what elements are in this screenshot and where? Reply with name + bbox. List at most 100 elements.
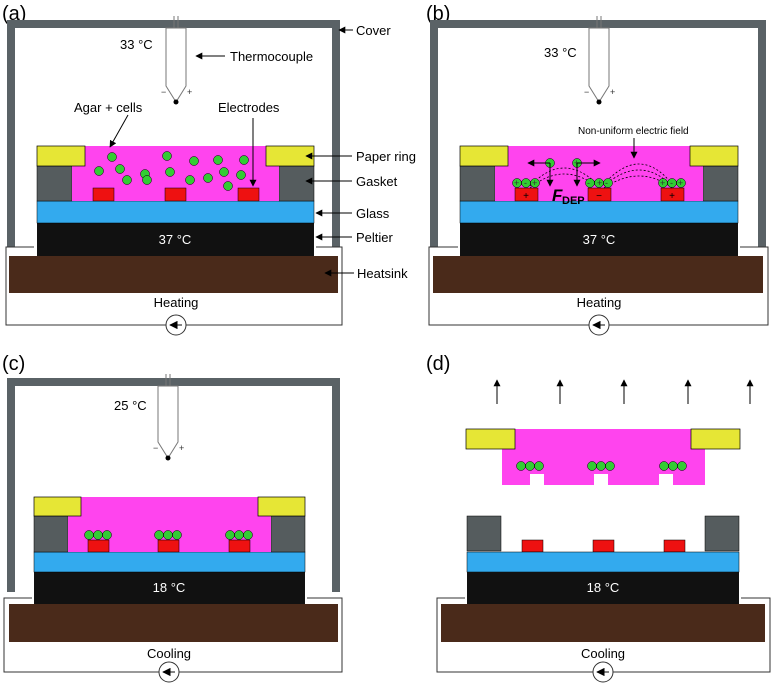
electrode (521, 539, 544, 553)
gasket-left (36, 165, 73, 202)
svg-text:-: - (524, 178, 527, 188)
power-circuit (428, 246, 769, 336)
panel-a-peltier-temp: 37 °C (159, 232, 192, 247)
electrode-sign: + (669, 191, 675, 202)
peltier (467, 572, 739, 604)
paper-ring-right (690, 428, 741, 450)
label-peltier: Peltier (356, 230, 394, 245)
peltier (460, 223, 738, 256)
power-circuit (436, 597, 771, 683)
force-label-subscript: DEP (562, 195, 585, 207)
panel-c-mode: Cooling (147, 646, 191, 661)
thermocouple-minus: − (161, 87, 166, 97)
electrode (514, 187, 539, 202)
gasket-right (278, 165, 315, 202)
label-cover: Cover (356, 23, 391, 38)
paper-ring-right (689, 145, 739, 167)
power-circuit (3, 597, 343, 683)
svg-text:-: - (587, 178, 590, 188)
force-arrows (527, 159, 601, 187)
callout-lines (109, 26, 354, 277)
glass (33, 551, 306, 573)
heatsink (441, 604, 765, 642)
electrode-sign: + (523, 191, 529, 202)
cells-captured (512, 158, 686, 188)
field-label: Non-uniform electric field (578, 126, 689, 137)
glass (466, 551, 740, 573)
panel-d-label: (d) (426, 353, 450, 375)
electrode (237, 187, 260, 202)
panel-d-peltier-temp: 18 °C (587, 580, 620, 595)
label-glass: Glass (356, 206, 390, 221)
gasket-left (33, 515, 69, 553)
thermocouple-plus: + (610, 87, 615, 97)
agar-lifted (502, 429, 705, 485)
panel-a-thermo-temp: 33 °C (120, 37, 153, 52)
electrode (92, 187, 115, 202)
paper-ring-left (465, 428, 516, 450)
cells-captured (84, 530, 253, 540)
panel-b-mode: Heating (577, 295, 622, 310)
cells-transferred (516, 461, 687, 471)
electrode (164, 187, 187, 202)
svg-text:+: + (678, 178, 683, 188)
thermocouple: − + (161, 16, 192, 105)
svg-text:+: + (514, 178, 519, 188)
panel-a: (a) − + 33 °C 37 °C (2, 3, 416, 336)
svg-text:+: + (532, 178, 537, 188)
panel-c-peltier-temp: 18 °C (153, 580, 186, 595)
electrode (228, 539, 251, 553)
svg-text:-: - (670, 178, 673, 188)
paper-ring-left (459, 145, 509, 167)
glass (459, 200, 739, 224)
electrode-sign: − (596, 191, 602, 202)
cover (430, 20, 766, 247)
paper-ring-left (33, 496, 82, 517)
svg-text:-: - (605, 178, 608, 188)
gasket-right (270, 515, 306, 553)
thermocouple: − + (584, 16, 615, 105)
power-circuit (5, 246, 343, 336)
electrode (157, 539, 180, 553)
peltier (34, 572, 305, 604)
panel-b-peltier-temp: 37 °C (583, 232, 616, 247)
panel-b: (b) − + 33 °C 37 °C + − + (426, 3, 769, 336)
label-gasket: Gasket (356, 174, 398, 189)
heatsink (9, 604, 338, 642)
electrode (592, 539, 615, 553)
svg-text:+: + (660, 178, 665, 188)
gasket-left (466, 515, 502, 552)
panel-d-mode: Cooling (581, 646, 625, 661)
paper-ring-right (257, 496, 306, 517)
cells-dispersed (94, 151, 249, 191)
panel-a-mode: Heating (154, 295, 199, 310)
label-paper-ring: Paper ring (356, 149, 416, 164)
label-heatsink: Heatsink (357, 266, 408, 281)
panel-a-label: (a) (2, 3, 26, 25)
panel-b-thermo-temp: 33 °C (544, 45, 577, 60)
thermocouple-plus: + (179, 443, 184, 453)
glass (36, 200, 315, 224)
thermocouple-plus: + (187, 87, 192, 97)
panel-b-label: (b) (426, 3, 450, 25)
panel-c-label: (c) (2, 353, 25, 375)
force-label: F (552, 186, 563, 205)
peltier (37, 223, 314, 256)
lift-arrows (493, 379, 754, 404)
thermocouple: − + (153, 374, 184, 461)
label-agar-cells: Agar + cells (74, 100, 143, 115)
panel-d: (d) 18 °C C (426, 353, 771, 683)
svg-text:+: + (597, 178, 602, 188)
label-thermocouple: Thermocouple (230, 49, 313, 64)
cover (7, 378, 340, 592)
panel-c-thermo-temp: 25 °C (114, 398, 147, 413)
gasket-left (459, 165, 496, 202)
paper-ring-left (36, 145, 86, 167)
electrode (87, 539, 110, 553)
thermocouple-minus: − (153, 443, 158, 453)
gasket-right (702, 165, 739, 202)
label-electrodes: Electrodes (218, 100, 280, 115)
panel-c: (c) − + 25 °C 18 °C (2, 353, 343, 683)
electrode (587, 187, 612, 202)
